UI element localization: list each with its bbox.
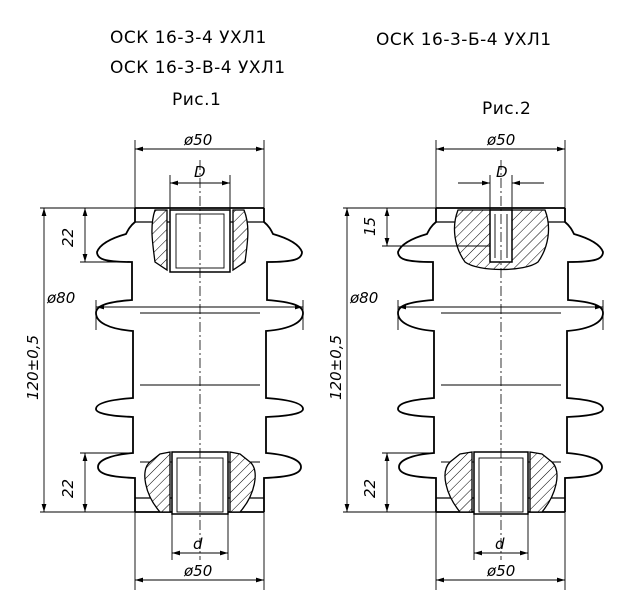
fig2-top-diameter-label: ø50	[486, 131, 515, 149]
fig2-caption: Рис.2	[482, 99, 531, 119]
figure2-insulator	[397, 160, 604, 560]
fig1-shed-diameter-label: ø80	[46, 289, 75, 307]
fig1-bottom-depth-label: 22	[59, 479, 77, 498]
fig2-bottom-diameter-label: ø50	[486, 562, 515, 580]
fig2-bottom-bore-label: d	[495, 535, 505, 553]
fig1-title-line2: ОСК 16-3-В-4 УХЛ1	[110, 58, 286, 78]
fig2-bottom-depth-label: 22	[361, 479, 379, 498]
fig1-top-depth-label: 22	[59, 228, 77, 247]
fig1-title-line1: ОСК 16-3-4 УХЛ1	[110, 28, 267, 48]
fig2-height-label: 120±0,5	[327, 335, 345, 400]
fig2-title-line1: ОСК 16-3-Б-4 УХЛ1	[376, 30, 552, 50]
fig1-bottom-diameter-label: ø50	[183, 562, 212, 580]
figure1-insulator	[95, 160, 304, 560]
figure2-dimensions: ø50 D 15 ø80 120±0,5 22 d ø50	[327, 131, 604, 590]
fig1-caption: Рис.1	[172, 90, 221, 110]
fig1-height-label: 120±0,5	[24, 335, 42, 400]
fig2-shed-diameter-label: ø80	[349, 289, 378, 307]
fig2-top-bore-label: D	[496, 163, 508, 181]
fig2-top-depth-label: 15	[361, 217, 379, 236]
figure1-dimensions: ø50 D 22 ø80 120±0,5 22 d ø50	[24, 131, 304, 590]
fig1-top-bore-label: D	[194, 163, 206, 181]
fig1-top-diameter-label: ø50	[183, 131, 212, 149]
fig1-bottom-bore-label: d	[193, 535, 203, 553]
